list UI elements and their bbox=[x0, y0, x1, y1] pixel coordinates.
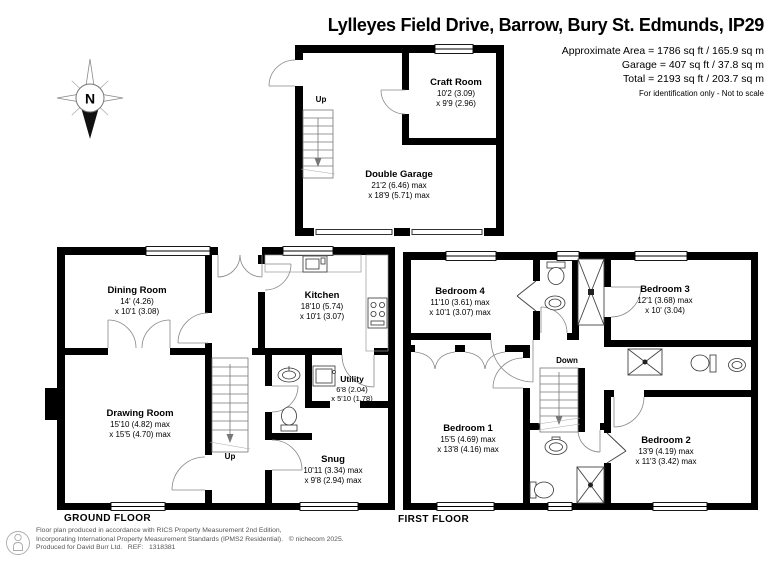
basin-icon bbox=[728, 358, 746, 372]
hob-icon bbox=[367, 297, 388, 329]
toilet-icon bbox=[690, 354, 717, 373]
door-arc bbox=[577, 429, 601, 453]
room-label-double-garage: Double Garage 21'2 (6.46) max x 18'9 (5.… bbox=[365, 169, 433, 200]
ground-floor-label: GROUND FLOOR bbox=[64, 513, 152, 524]
room-label-kitchen: Kitchen 18'10 (5.74) x 10'1 (3.07) bbox=[299, 290, 345, 321]
first-floor-walls bbox=[403, 252, 758, 510]
door-arc bbox=[540, 306, 568, 334]
door-leaf bbox=[516, 280, 537, 312]
room-label-dining-room: Dining Room 14' (4.26) x 10'1 (3.08) bbox=[107, 285, 167, 316]
room-label-bedroom-4: Bedroom 4 11'10 (3.61) max x 10'1 (3.07)… bbox=[429, 286, 491, 317]
room-label-drawing-room: Drawing Room 15'10 (4.82) max x 15'5 (4.… bbox=[106, 408, 174, 439]
toilet-icon bbox=[546, 261, 566, 285]
stairs-icon bbox=[537, 367, 581, 433]
door-arc bbox=[492, 357, 524, 389]
room-label-bedroom-3: Bedroom 3 12'1 (3.68) max x 10' (3.04) bbox=[637, 284, 693, 315]
door-arc bbox=[380, 89, 406, 115]
page-title: Lylleyes Field Drive, Barrow, Bury St. E… bbox=[327, 15, 765, 35]
door-arc bbox=[610, 286, 642, 318]
first-stairs-label: Down bbox=[556, 356, 578, 365]
basin-icon bbox=[277, 366, 301, 383]
window bbox=[436, 251, 708, 511]
room-label-bedroom-2: Bedroom 2 13'9 (4.19) max x 11'3 (3.42) … bbox=[635, 435, 697, 466]
footer-line-3: Produced for David Burr Ltd. REF: 131838… bbox=[36, 544, 176, 552]
room-label-snug: Snug 10'11 (3.34) max x 9'8 (2.94) max bbox=[303, 454, 363, 485]
door-arc bbox=[341, 354, 375, 388]
sink-icon bbox=[312, 365, 336, 387]
door-leaf bbox=[606, 432, 627, 464]
ground-floor-plan bbox=[45, 246, 395, 511]
total-area: Total = 2193 sq ft / 203.7 sq m bbox=[623, 73, 764, 85]
garage-walls bbox=[295, 45, 504, 236]
stairs-icon bbox=[300, 109, 336, 179]
basin-icon bbox=[544, 436, 568, 455]
room-label-bedroom-1: Bedroom 1 15'5 (4.69) max x 13'8 (4.16) … bbox=[437, 423, 499, 454]
footer-line-1: Floor plan produced in accordance with R… bbox=[36, 527, 282, 534]
garage-area: Garage = 407 sq ft / 37.8 sq m bbox=[621, 59, 764, 71]
garage-door bbox=[315, 229, 483, 235]
wardrobe-doors bbox=[414, 351, 506, 370]
window bbox=[434, 44, 474, 54]
door-arc bbox=[177, 312, 209, 344]
basin-icon bbox=[544, 295, 566, 311]
ground-stairs-label: Up bbox=[224, 452, 236, 461]
room-label-utility: Utility 6'8 (2.04) x 5'10 (1.78) bbox=[331, 374, 373, 403]
door-arc bbox=[490, 339, 534, 383]
disclaimer: For identification only - Not to scale bbox=[639, 89, 764, 98]
garage-stairs-label: Up bbox=[315, 95, 327, 104]
door-arc bbox=[271, 439, 303, 471]
first-floor-label: FIRST FLOOR bbox=[398, 514, 470, 525]
compass-icon: N bbox=[56, 58, 124, 139]
toilet-icon bbox=[529, 481, 554, 499]
shower-icon bbox=[576, 466, 605, 504]
shower-icon bbox=[627, 348, 663, 376]
nichecom-logo bbox=[6, 531, 30, 555]
compass-north-letter: N bbox=[85, 91, 95, 107]
door-arc bbox=[264, 263, 292, 291]
footer-line-2: Incorporating International Property Mea… bbox=[36, 535, 344, 543]
shower-icon bbox=[577, 258, 605, 326]
door-arc bbox=[271, 385, 299, 413]
area-summary: Approximate Area = 1786 sq ft / 165.9 sq… bbox=[562, 44, 764, 101]
stairs-icon bbox=[209, 357, 251, 453]
toilet-icon bbox=[280, 406, 298, 432]
footer-disclaimer: Floor plan produced in accordance with R… bbox=[36, 527, 344, 553]
sink-icon bbox=[302, 255, 328, 273]
approximate-area: Approximate Area = 1786 sq ft / 165.9 sq… bbox=[561, 45, 764, 57]
first-floor-plan bbox=[403, 251, 758, 511]
door-arc bbox=[107, 319, 171, 349]
door-arc bbox=[613, 396, 645, 428]
room-label-craft-room: Craft Room 10'2 (3.09) x 9'9 (2.96) bbox=[430, 77, 482, 108]
door-arc bbox=[171, 456, 206, 491]
door-arc bbox=[217, 254, 263, 278]
garage-plan bbox=[268, 44, 504, 236]
window bbox=[110, 246, 359, 511]
door-arc bbox=[268, 59, 296, 87]
